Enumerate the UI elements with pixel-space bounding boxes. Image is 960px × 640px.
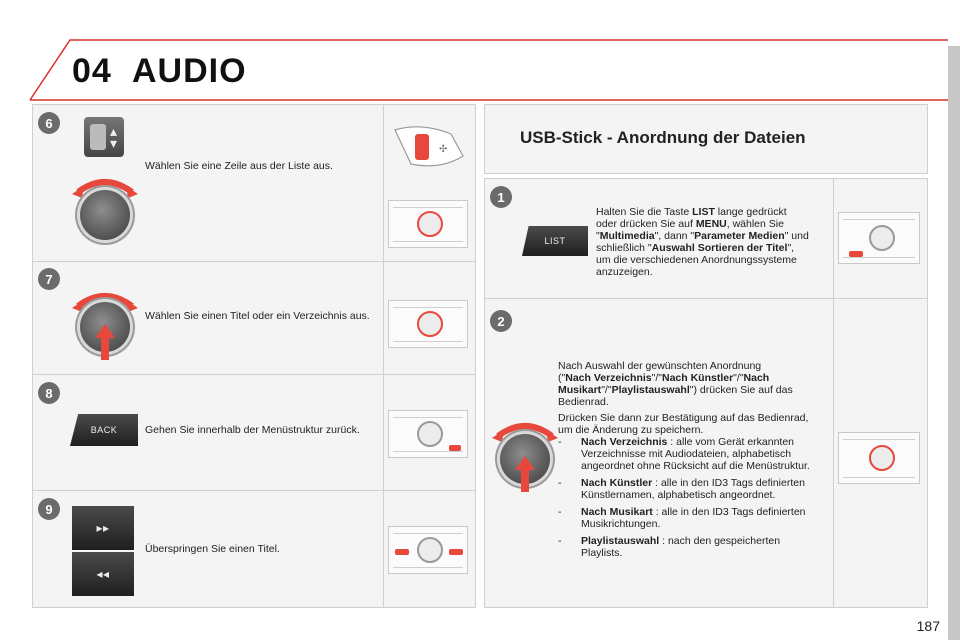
previous-track-button[interactable]: ◂◂	[72, 552, 134, 596]
steering-wheel-control-icon: ✣	[394, 126, 464, 167]
bullet-list: - Nach Verzeichnis : alle vom Gerät erka…	[558, 436, 830, 564]
side-tab	[948, 46, 960, 640]
next-track-button[interactable]: ▸▸	[72, 506, 134, 550]
usb-step2-text: Nach Auswahl der gewünschten Anordnung (…	[558, 360, 809, 436]
chapter-number: 04	[72, 52, 112, 90]
step-badge-7: 7	[38, 268, 60, 290]
usb-title-panel	[484, 104, 928, 174]
step-badge-8: 8	[38, 382, 60, 404]
steering-switch-icon: ▴▾	[84, 117, 124, 157]
step7-text: Wählen Sie einen Titel oder ein Verzeich…	[145, 310, 370, 322]
chapter-title: AUDIO	[132, 52, 247, 90]
press-arrow-icon	[95, 324, 115, 360]
step-badge-9: 9	[38, 498, 60, 520]
left-row-divider	[33, 261, 475, 262]
rotate-arrow-icon	[72, 179, 138, 198]
usb-step-badge-2: 2	[490, 310, 512, 332]
right-column-divider	[833, 179, 834, 607]
list-item: - Nach Künstler : alle in den ID3 Tags d…	[558, 477, 805, 501]
page-number: 187	[916, 618, 940, 634]
usb-step1-text: Halten Sie die Taste LIST lange gedrückt…	[596, 206, 809, 278]
fast-forward-icon: ▸▸	[96, 521, 110, 535]
step6-text: Wählen Sie eine Zeile aus der Liste aus.	[145, 160, 333, 172]
radio-panel-step6	[388, 200, 468, 248]
list-item: - Nach Verzeichnis : alle vom Gerät erka…	[558, 436, 810, 472]
press-arrow-icon	[515, 456, 535, 492]
left-row-divider	[33, 490, 475, 491]
header-frame	[29, 39, 948, 101]
step-badge-6: 6	[38, 112, 60, 134]
rotary-knob-step7[interactable]	[72, 284, 138, 360]
rotary-knob-step6[interactable]	[72, 170, 138, 250]
step9-text: Überspringen Sie einen Titel.	[145, 543, 280, 555]
radio-panel-usb-step2	[838, 432, 920, 484]
rewind-icon: ◂◂	[96, 567, 110, 581]
radio-panel-step7	[388, 300, 468, 348]
list-item: - Playlistauswahl : nach den gespeichert…	[558, 535, 781, 559]
radio-panel-step9	[388, 526, 468, 574]
usb-section-title: USB-Stick - Anordnung der Dateien	[520, 128, 806, 147]
rotate-arrow-icon	[72, 293, 138, 312]
step8-text: Gehen Sie innerhalb der Menüstruktur zur…	[145, 424, 360, 436]
usb-step-badge-1: 1	[490, 186, 512, 208]
list-button[interactable]: LIST	[522, 226, 588, 256]
rotate-arrow-icon	[492, 423, 558, 442]
radio-panel-usb-step1	[838, 212, 920, 264]
rotary-knob-usb-step2[interactable]	[492, 414, 558, 494]
radio-panel-step8	[388, 410, 468, 458]
svg-text:✣: ✣	[439, 144, 447, 155]
back-button[interactable]: BACK	[70, 414, 138, 446]
left-column-divider	[383, 105, 384, 607]
list-item: - Nach Musikart : alle in den ID3 Tags d…	[558, 506, 806, 530]
right-row-divider	[485, 298, 927, 299]
left-row-divider	[33, 374, 475, 375]
